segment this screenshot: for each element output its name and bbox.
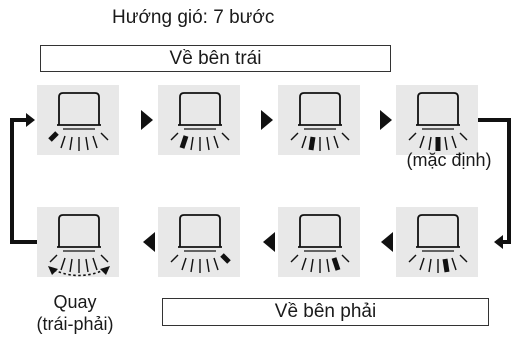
airflow-ray [190, 258, 194, 273]
airflow-ray [419, 257, 425, 271]
swing-caption-line2: (trái-phải) [36, 314, 114, 334]
airflow-ray [100, 254, 109, 263]
step-7-far-right-unit-icon [170, 214, 231, 273]
tile-step-7 [158, 207, 240, 277]
active-airflow-ray [179, 135, 189, 149]
airflow-ray [341, 254, 350, 263]
arrow-left-icon [263, 232, 275, 252]
airflow-ray [428, 258, 432, 273]
tile-step-3 [278, 85, 360, 155]
connector-left [10, 118, 37, 244]
arrow-right-icon [380, 110, 392, 130]
step-2-left-unit-icon [170, 92, 230, 151]
airflow-ray [408, 254, 417, 263]
airflow-ray [170, 132, 179, 141]
left-direction-label: Về bên trái [40, 45, 391, 72]
airflow-ray [301, 257, 307, 271]
tile-step-1 [37, 85, 119, 155]
airflow-ray [69, 258, 73, 273]
step-3-center-left-unit-icon [290, 92, 350, 151]
airflow-ray [60, 257, 66, 271]
arrow-right-icon [261, 110, 273, 130]
connector-right [478, 118, 511, 244]
arrow-right-icon [141, 110, 153, 130]
airflow-ray [428, 136, 432, 151]
step-1-far-left-unit-icon [48, 92, 109, 151]
airflow-ray [290, 254, 299, 263]
active-airflow-ray [442, 258, 450, 273]
airflow-ray [92, 257, 98, 271]
airflow-ray [85, 136, 89, 151]
airflow-ray [310, 258, 314, 273]
airflow-ray [290, 132, 299, 141]
swing-arrowhead-icon [100, 266, 110, 275]
diagram-title: Hướng gió: 7 bước [112, 7, 275, 28]
swing-arrowhead-icon [48, 266, 58, 275]
airflow-ray [341, 132, 350, 141]
step-6-right-unit-icon [290, 214, 350, 273]
airflow-ray [459, 132, 468, 141]
tile-step-6 [278, 207, 360, 277]
airflow-ray [326, 136, 330, 151]
active-airflow-ray [308, 136, 316, 151]
active-airflow-ray [331, 257, 341, 271]
airflow-ray [181, 257, 187, 271]
airflow-ray [100, 132, 109, 141]
arrow-left-icon [143, 232, 155, 252]
airflow-ray [92, 135, 98, 149]
airflow-ray [451, 257, 457, 271]
airflow-ray [326, 258, 330, 273]
active-airflow-ray [48, 131, 59, 142]
arrow-left-icon [494, 235, 503, 249]
airflow-ray [444, 136, 448, 151]
right-direction-label: Về bên phải [162, 298, 489, 326]
airflow-ray [170, 254, 179, 263]
swing-left-right-unit-icon [48, 214, 110, 277]
swing-caption-line1: Quay [53, 292, 97, 312]
airflow-ray [190, 136, 194, 151]
swing-path [53, 269, 105, 277]
airflow-ray [69, 136, 73, 151]
default-caption: (mặc định) [406, 150, 492, 170]
airflow-ray [221, 132, 230, 141]
airflow-ray [49, 254, 58, 263]
airflow-ray [213, 257, 219, 271]
airflow-ray [333, 135, 339, 149]
airflow-ray [206, 258, 210, 273]
active-airflow-ray [220, 253, 231, 264]
swing-caption: Quay (trái-phải) [30, 291, 120, 335]
airflow-ray [213, 135, 219, 149]
tile-step-4 [396, 85, 478, 155]
step-5-center-right-unit-icon [408, 214, 468, 273]
tile-swing [37, 207, 119, 277]
arrow-left-icon [381, 232, 393, 252]
airflow-ray [451, 135, 457, 149]
airflow-ray [459, 254, 468, 263]
airflow-ray [60, 135, 66, 149]
tile-step-2 [158, 85, 240, 155]
arrow-right-icon [26, 113, 35, 127]
tile-step-5 [396, 207, 478, 277]
airflow-ray [206, 136, 210, 151]
step-4-center-unit-icon [408, 92, 468, 151]
airflow-ray [419, 135, 425, 149]
airflow-ray [408, 132, 417, 141]
airflow-ray [85, 258, 89, 273]
airflow-ray [301, 135, 307, 149]
